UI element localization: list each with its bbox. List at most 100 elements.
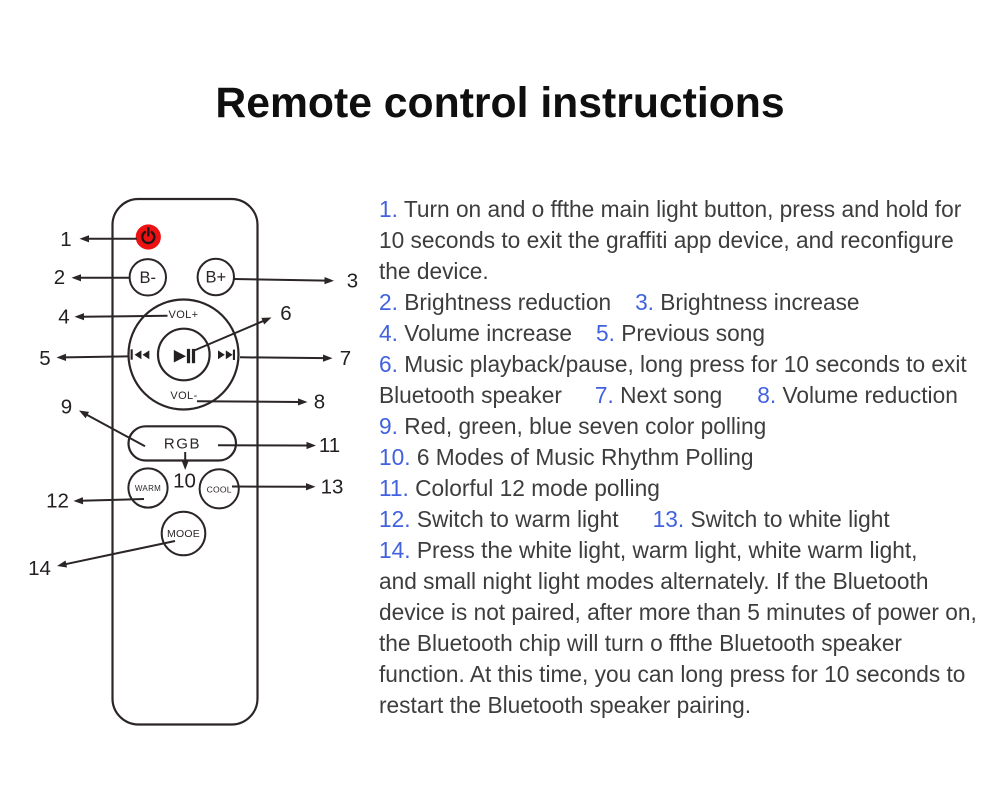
instruction-number: 14. (379, 537, 411, 563)
callout-9: 9 (61, 396, 146, 448)
callout-8: 8 (196, 391, 325, 414)
instruction-number: 3. (635, 289, 654, 315)
instruction-line: the Bluetooth chip will turn o ffthe Blu… (379, 628, 977, 659)
instruction-text: Previous song (621, 320, 765, 346)
instruction-number: 9. (379, 413, 398, 439)
instruction-text: Colorful 12 mode polling (415, 475, 660, 501)
instruction-line: 1. Turn on and o ffthe main light button… (379, 194, 977, 225)
callout-line-3 (233, 278, 327, 282)
callout-14: 14 (28, 540, 176, 580)
instruction-text: function. At this time, you can long pre… (379, 661, 966, 687)
instruction-line: 9. Red, green, blue seven color polling (379, 411, 977, 442)
rgb-button: RGB (127, 425, 238, 462)
callout-7: 7 (239, 347, 351, 370)
instruction-text: device is not paired, after more than 5 … (379, 599, 977, 625)
callout-arrowhead-6 (261, 317, 272, 325)
instruction-line: device is not paired, after more than 5 … (379, 597, 977, 628)
callout-arrowhead-1 (79, 235, 89, 243)
instruction-text: 6 Modes of Music Rhythm Polling (416, 444, 754, 470)
callout-arrowhead-7 (322, 354, 333, 362)
brightness-plus-button: B+ (196, 257, 236, 297)
callout-arrowhead-10 (181, 460, 189, 470)
instruction-number: 6. (379, 351, 398, 377)
vol-up-label: VOL+ (168, 309, 198, 321)
instruction-text: 10 seconds to exit the graffiti app devi… (379, 227, 954, 253)
power-button-circle (135, 224, 161, 250)
instruction-text: Red, green, blue seven color polling (404, 413, 767, 439)
instruction-text: and small night light modes alternately.… (379, 568, 929, 594)
instruction-text: Switch to white light (690, 506, 890, 532)
callout-3: 3 (233, 270, 358, 293)
instruction-text: Press the white light, warm light, white… (416, 537, 918, 563)
instruction-line: 10. 6 Modes of Music Rhythm Polling (379, 442, 977, 473)
instruction-line: restart the Bluetooth speaker pairing. (379, 690, 977, 721)
volume-ring: VOL+ VOL- (127, 298, 240, 411)
callout-number-2: 2 (54, 266, 65, 289)
brightness-minus-button: B- (128, 258, 168, 297)
callout-arrowhead-11 (306, 441, 316, 450)
instruction-line: 11. Colorful 12 mode polling (379, 473, 977, 504)
callout-line-14 (64, 540, 176, 566)
play-pause-button (156, 327, 211, 382)
instruction-list: 1. Turn on and o ffthe main light button… (379, 194, 977, 721)
instruction-number: 4. (379, 320, 398, 346)
instruction-text: Turn on and o ffthe main light button, p… (403, 196, 962, 222)
instruction-number: 11. (379, 475, 409, 501)
cool-button: COOL (198, 468, 240, 510)
callout-5: 5 (39, 347, 130, 370)
next-song-icon (218, 349, 235, 360)
instruction-line: 10 seconds to exit the graffiti app devi… (379, 225, 977, 256)
callout-number-8: 8 (314, 391, 325, 414)
remote-diagram: B- B+ VOL+ VOL- (28, 197, 358, 726)
callout-number-10: 10 (173, 470, 196, 493)
page-title: Remote control instructions (215, 79, 785, 127)
callout-line-5 (63, 355, 130, 359)
callout-12: 12 (46, 490, 145, 513)
callout-number-1: 1 (60, 228, 71, 251)
callout-arrowhead-2 (71, 274, 81, 282)
mode-label: MOOE (167, 528, 200, 540)
instruction-line: and small night light modes alternately.… (379, 566, 977, 597)
instruction-number: 8. (757, 382, 777, 408)
instruction-line: 4. Volume increase 5. Previous song (379, 318, 977, 349)
instruction-text: Next song (620, 382, 723, 408)
instruction-number: 13. (652, 506, 685, 532)
instruction-text: Music playback/pause, long press for 10 … (404, 351, 967, 377)
previous-song-icon (130, 349, 150, 360)
callout-number-7: 7 (340, 347, 351, 370)
callout-number-12: 12 (46, 490, 69, 513)
instruction-text: Volume increase (404, 320, 572, 346)
callout-2: 2 (54, 266, 130, 289)
instruction-text: restart the Bluetooth speaker pairing. (379, 692, 752, 718)
instruction-number: 10. (379, 444, 411, 470)
instruction-text: Brightness reduction (404, 289, 612, 315)
instruction-number: 2. (379, 289, 398, 315)
instruction-text: the device. (379, 258, 489, 284)
callout-13: 13 (231, 476, 343, 499)
instruction-number: 1. (379, 196, 398, 222)
instruction-line: 14. Press the white light, warm light, w… (379, 535, 977, 566)
callout-line-4 (81, 314, 168, 318)
callout-number-4: 4 (58, 306, 69, 329)
callout-1: 1 (60, 228, 137, 251)
callout-11: 11 (217, 434, 340, 457)
power-button (135, 224, 161, 250)
instruction-number: 5. (595, 320, 615, 346)
callout-arrowhead-5 (56, 353, 67, 361)
callout-line-12 (80, 498, 145, 502)
callout-arrowhead-8 (297, 398, 308, 406)
callout-number-6: 6 (280, 302, 291, 325)
callout-arrowhead-3 (324, 277, 334, 285)
mode-button: MOOE (160, 510, 207, 557)
callout-line-7 (239, 356, 326, 360)
instruction-number: 7. (594, 382, 614, 408)
callout-10: 10 (173, 452, 196, 493)
callout-line-6 (192, 319, 265, 352)
instruction-line: 6. Music playback/pause, long press for … (379, 349, 977, 380)
vol-down-label: VOL- (170, 390, 197, 402)
power-icon (141, 226, 156, 245)
callout-number-14: 14 (28, 557, 51, 580)
warm-label: WARM (135, 484, 161, 493)
